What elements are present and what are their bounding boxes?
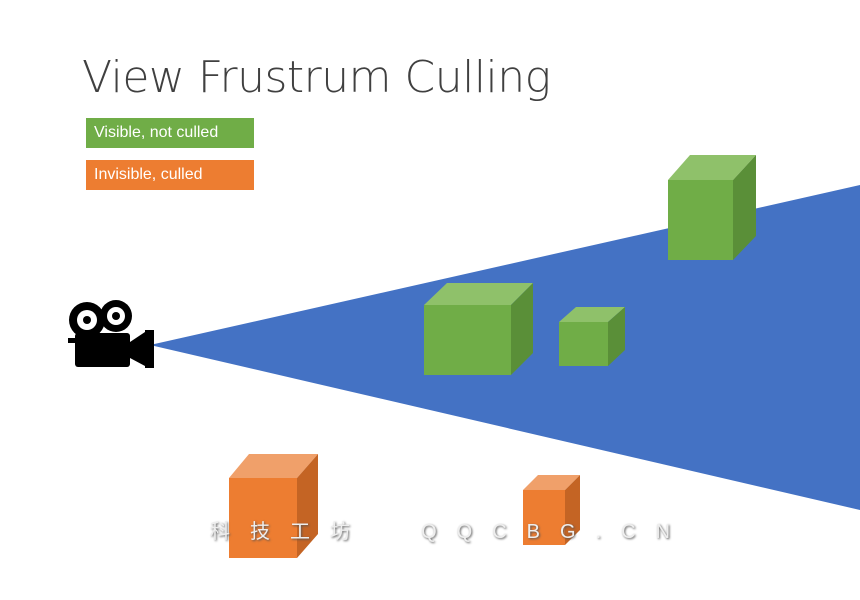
culled-cube-small	[523, 475, 580, 545]
page-title: View Frustrum Culling	[82, 52, 551, 103]
visible-cube-far	[668, 155, 756, 260]
culled-cube-large	[229, 454, 318, 558]
watermark: 科技工坊 QQCBG.CN	[210, 521, 691, 543]
camera-icon	[68, 300, 154, 368]
legend-visible: Visible, not culled	[86, 118, 254, 148]
visible-cube-large	[424, 283, 533, 375]
legend-culled: Invisible, culled	[86, 160, 254, 190]
visible-cube-small	[559, 307, 625, 366]
